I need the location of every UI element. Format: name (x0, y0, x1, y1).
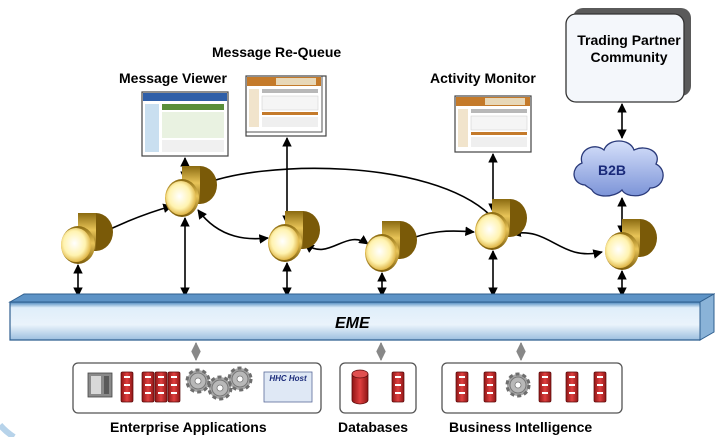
enterprise-applications-box (72, 362, 322, 414)
enterprise-applications-label: Enterprise Applications (110, 419, 267, 435)
b2b-label: B2B (598, 162, 627, 178)
hhc-host-box (263, 371, 313, 403)
node-left (61, 213, 113, 264)
hhc-host-label: HHC Host (269, 374, 307, 383)
eme-bus (8, 293, 715, 341)
activity-monitor-label: Activity Monitor (430, 70, 536, 86)
node-requeue (268, 211, 320, 262)
trading-partner-box (565, 8, 691, 103)
message-requeue-screenshot (245, 75, 327, 137)
link-hub-requeue (197, 209, 269, 244)
link-hub-monitor (201, 167, 491, 216)
trading-partner-community-label: Trading Partner Community (577, 32, 681, 65)
business-intelligence-box (441, 362, 623, 414)
node-monitor (475, 199, 527, 250)
node-b2b (605, 219, 657, 270)
node-middle (365, 221, 417, 272)
b2b-cloud (573, 140, 664, 197)
link-monitor-b2bnode (511, 227, 603, 259)
corner-decoration (0, 423, 16, 437)
activity-monitor-screenshot (454, 95, 532, 153)
databases-box (339, 362, 417, 414)
business-intelligence-label: Business Intelligence (449, 419, 593, 435)
eme-label: EME (335, 315, 370, 332)
node-hub (165, 166, 217, 217)
message-viewer-screenshot (141, 91, 229, 157)
link-requeue-mid (304, 235, 369, 253)
message-viewer-label: Message Viewer (119, 70, 227, 86)
message-requeue-label: Message Re-Queue (212, 44, 342, 60)
databases-label: Databases (338, 419, 409, 435)
